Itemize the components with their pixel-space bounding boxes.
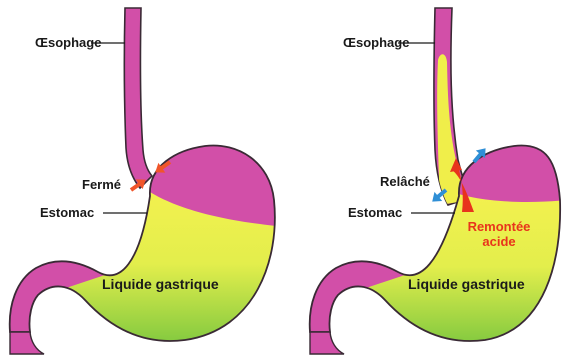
right-stomach-label: Estomac bbox=[348, 205, 402, 220]
left-panel-closed bbox=[10, 8, 300, 358]
right-esophagus-label: Œsophage bbox=[343, 35, 409, 50]
right-state-label: Relâché bbox=[380, 174, 430, 189]
left-liquid-label: Liquide gastrique bbox=[102, 276, 219, 292]
reflux-label-line2: acide bbox=[482, 234, 515, 249]
right-liquid-label: Liquide gastrique bbox=[408, 276, 525, 292]
right-duodenum bbox=[310, 332, 344, 354]
left-esophagus-label: Œsophage bbox=[35, 35, 101, 50]
left-stomach bbox=[10, 145, 300, 358]
left-esophagus bbox=[124, 8, 152, 188]
right-panel-relaxed bbox=[310, 8, 567, 358]
left-stomach-label: Estomac bbox=[40, 205, 94, 220]
left-duodenum bbox=[10, 332, 44, 354]
left-state-label: Fermé bbox=[82, 177, 121, 192]
reflux-label-line1: Remontée bbox=[468, 219, 531, 234]
